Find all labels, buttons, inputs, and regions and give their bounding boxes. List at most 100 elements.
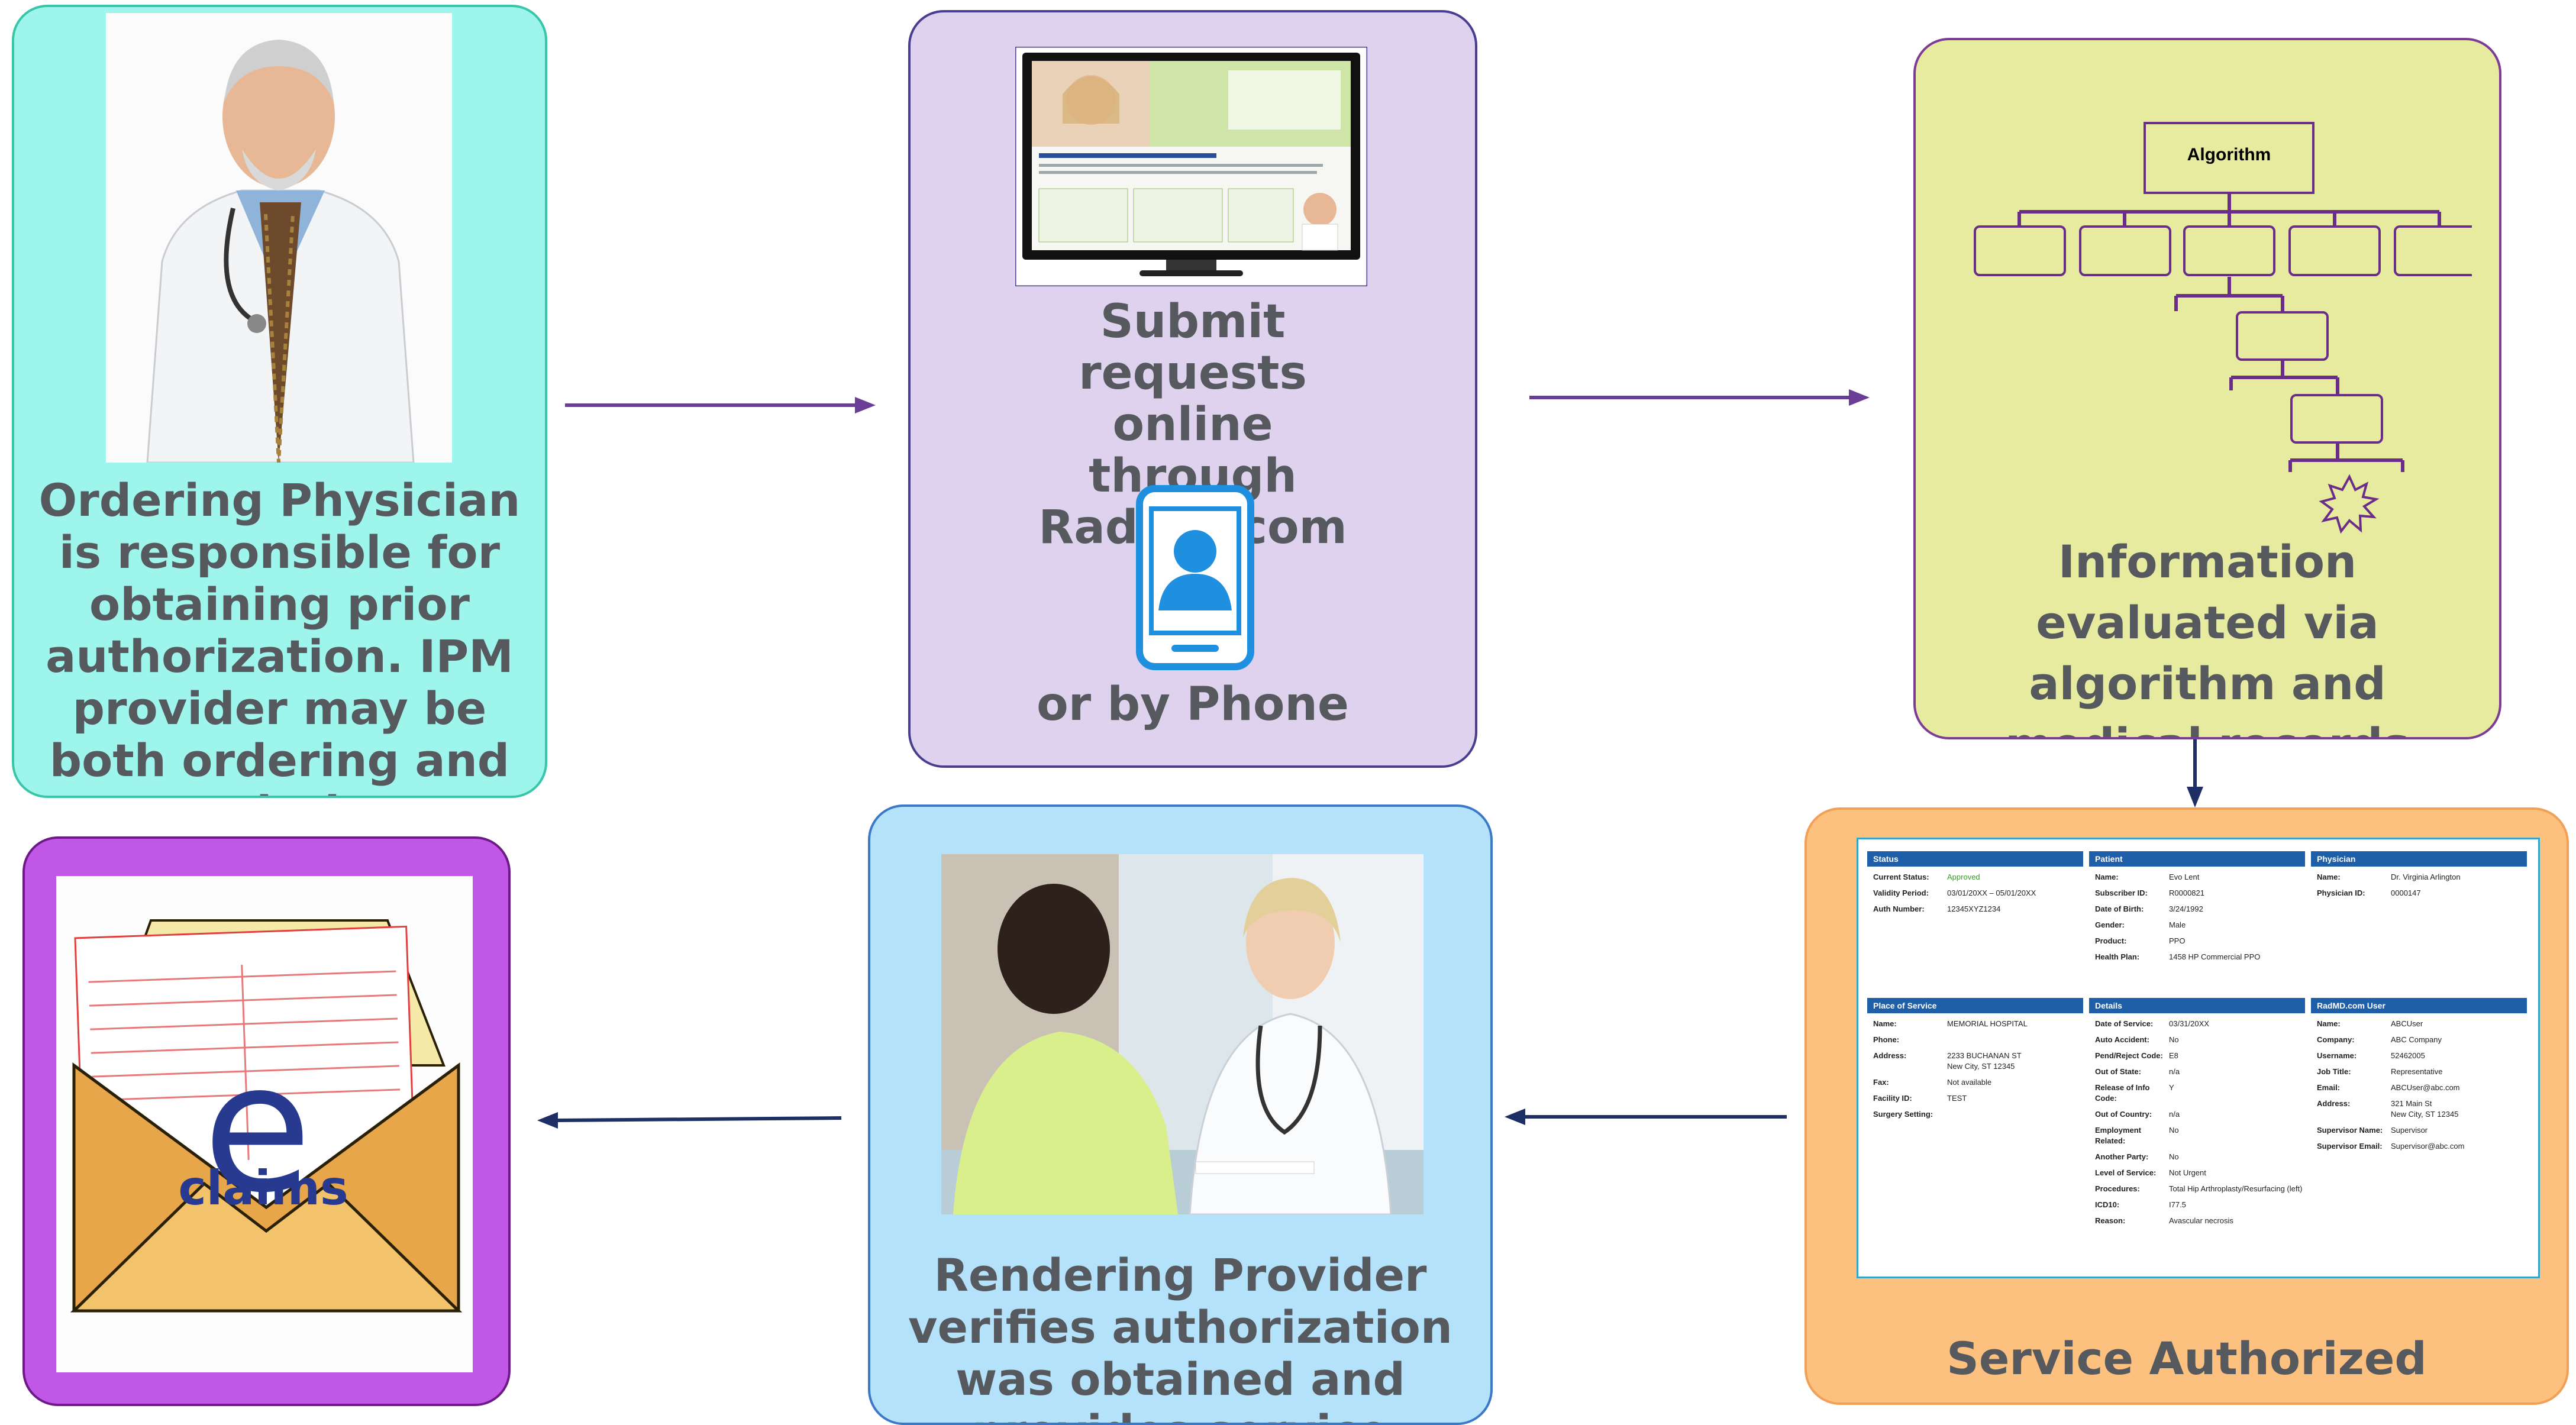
field-value: Male xyxy=(2169,920,2186,929)
field-value: Representative xyxy=(2391,1067,2443,1076)
arrow-right-2 xyxy=(1529,389,1870,406)
eclaims-step: e claims xyxy=(22,836,511,1406)
field-value: Total Hip Arthroplasty/Resurfacing (left… xyxy=(2169,1184,2303,1193)
field-row: Date of Service:03/31/20XX xyxy=(2089,1019,2305,1029)
field-row: Employment Related: No xyxy=(2089,1125,2305,1146)
field-row: Address:2233 BUCHANAN ST New City, ST 12… xyxy=(1867,1051,2083,1072)
physician-photo xyxy=(106,13,452,464)
field-label: Auto Accident: xyxy=(2095,1035,2149,1044)
field-value: No xyxy=(2169,1152,2179,1161)
field-row: Another Party: No xyxy=(2089,1152,2305,1162)
field-row: Auto Accident:No xyxy=(2089,1035,2305,1045)
field-label: Job Title: xyxy=(2317,1067,2351,1076)
field-label: Release of Info Code: xyxy=(2095,1083,2150,1103)
field-row: Surgery Setting: xyxy=(1867,1109,2083,1120)
field-value: MEMORIAL HOSPITAL xyxy=(1947,1019,2028,1028)
field-value: Avascular necrosis xyxy=(2169,1216,2233,1225)
field-row: Name:ABCUser xyxy=(2311,1019,2527,1029)
field-label: Level of Service: xyxy=(2095,1168,2157,1177)
service-authorized-caption: Service Authorized xyxy=(1946,1332,2427,1385)
field-row: Company: ABC Company xyxy=(2311,1035,2527,1045)
field-value: Not Urgent xyxy=(2169,1168,2206,1177)
submit-online-caption: Submit requests online through RadMD.com xyxy=(1038,295,1347,554)
section-title: Status xyxy=(1867,851,2083,867)
field-label: Reason: xyxy=(2095,1216,2126,1225)
field-value: 1458 HP Commercial PPO xyxy=(2169,952,2261,961)
field-value: 3/24/1992 xyxy=(2169,904,2203,913)
algorithm-tree-diagram: Algorithm xyxy=(1939,76,2486,537)
rendering-provider-caption: Rendering Provider verifies authorizatio… xyxy=(908,1249,1452,1423)
arrow-left-2 xyxy=(537,1112,842,1129)
field-label: Current Status: xyxy=(1873,873,1929,881)
field-row: Out of State:n/a xyxy=(2089,1067,2305,1077)
field-value: No xyxy=(2169,1126,2179,1135)
field-row: Procedures: Total Hip Arthroplasty/Resurf… xyxy=(2089,1184,2305,1194)
ordering-physician-step: Ordering Physician is responsible for ob… xyxy=(12,5,547,798)
field-row: Health Plan: 1458 HP Commercial PPO xyxy=(2089,952,2305,962)
field-value: 0000147 xyxy=(2391,888,2421,897)
consultation-photo xyxy=(941,854,1423,1216)
field-label: Date of Service: xyxy=(2095,1019,2154,1028)
field-label: Another Party: xyxy=(2095,1152,2149,1161)
field-value: Y xyxy=(2169,1083,2174,1092)
field-row: Name:Evo Lent xyxy=(2089,872,2305,883)
field-row: Email:ABCUser@abc.com xyxy=(2311,1083,2527,1093)
field-value: 52462005 xyxy=(2391,1051,2425,1060)
arrow-down xyxy=(2187,739,2203,807)
arrow-right-1 xyxy=(565,397,876,413)
field-value: 12345XYZ1234 xyxy=(1947,904,2001,913)
field-row: Pend/Reject Code:E8 xyxy=(2089,1051,2305,1061)
field-row: Supervisor Email:Supervisor@abc.com xyxy=(2311,1141,2527,1152)
field-label: Name: xyxy=(2317,873,2341,881)
algorithm-evaluation-step: Algorithm Information evaluated via algo… xyxy=(1913,38,2501,739)
field-label: Company: xyxy=(2317,1035,2355,1044)
field-label: Date of Birth: xyxy=(2095,904,2144,913)
field-value: ABCUser@abc.com xyxy=(2391,1083,2460,1092)
field-value: I77.5 xyxy=(2169,1200,2186,1209)
phone-icon xyxy=(1136,485,1254,670)
field-row: Address:321 Main St New City, ST 12345 xyxy=(2311,1098,2527,1120)
field-value xyxy=(1947,1035,2083,1045)
field-row: Name:MEMORIAL HOSPITAL xyxy=(1867,1019,2083,1029)
field-row: Date of Birth: 3/24/1992 xyxy=(2089,904,2305,915)
field-value: Evo Lent xyxy=(2169,873,2200,881)
rendering-provider-step: Rendering Provider verifies authorizatio… xyxy=(868,804,1493,1425)
field-value: n/a xyxy=(2169,1110,2180,1119)
field-value: PPO xyxy=(2169,936,2186,945)
field-row: ICD10:I77.5 xyxy=(2089,1200,2305,1210)
field-row: Release of Info Code: Y xyxy=(2089,1083,2305,1104)
section-title: Details xyxy=(2089,998,2305,1013)
field-row: Current Status:Approved xyxy=(1867,872,2083,883)
field-label: Health Plan: xyxy=(2095,952,2140,961)
field-row: Level of Service: Not Urgent xyxy=(2089,1168,2305,1178)
field-value: TEST xyxy=(1947,1094,1967,1103)
field-label: Gender: xyxy=(2095,920,2125,929)
field-row: Auth Number:12345XYZ1234 xyxy=(1867,904,2083,915)
field-row: Fax:Not available xyxy=(1867,1077,2083,1088)
field-value: ABC Company xyxy=(2391,1035,2442,1044)
field-row: Gender: Male xyxy=(2089,920,2305,930)
section-title: RadMD.com User xyxy=(2311,998,2527,1013)
field-label: Surgery Setting: xyxy=(1873,1110,1933,1119)
field-label: Subscriber ID: xyxy=(2095,888,2148,897)
field-label: Username: xyxy=(2317,1051,2357,1060)
field-row: Name:Dr. Virginia Arlington xyxy=(2311,872,2527,883)
field-label: Physician ID: xyxy=(2317,888,2365,897)
field-value: 321 Main St New City, ST 12345 xyxy=(2391,1099,2459,1119)
algorithm-label: Algorithm xyxy=(2187,145,2271,164)
field-label: Product: xyxy=(2095,936,2127,945)
eclaims-envelope-image: e claims xyxy=(56,876,473,1372)
field-label: Out of Country: xyxy=(2095,1110,2152,1119)
submit-request-step: Submit requests online through RadMD.com… xyxy=(908,10,1477,768)
arrow-left-1 xyxy=(1505,1109,1787,1125)
field-value: 03/01/20XX – 05/01/20XX xyxy=(1947,888,2036,897)
field-label: Procedures: xyxy=(2095,1184,2140,1193)
field-label: Fax: xyxy=(1873,1078,1889,1087)
section-title: Patient xyxy=(2089,851,2305,867)
field-label: Name: xyxy=(2317,1019,2341,1028)
field-label: Employment Related: xyxy=(2095,1126,2142,1145)
